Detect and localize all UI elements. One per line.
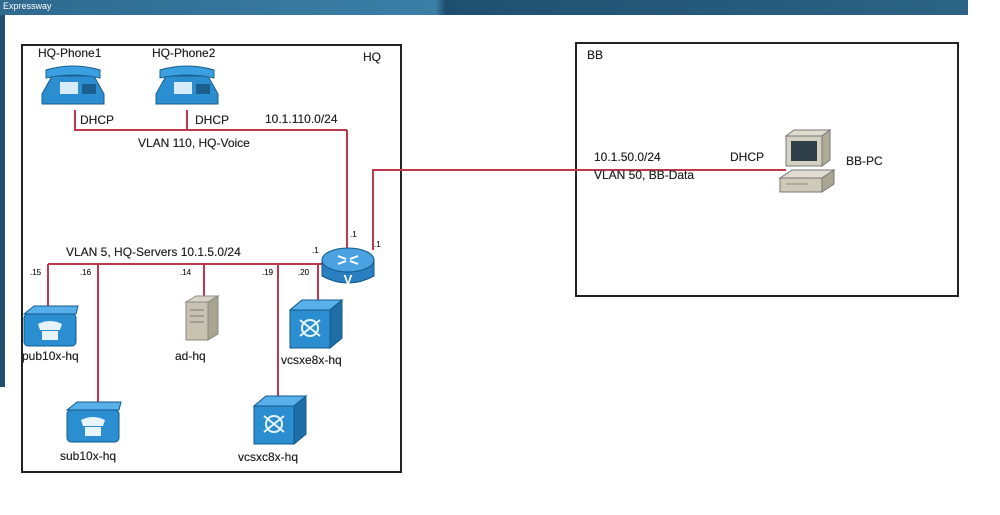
router-bb-if: .1	[374, 240, 381, 249]
router-voice-if: .1	[350, 230, 357, 239]
bb-site-label: BB	[587, 48, 604, 62]
phone2-dhcp-label: DHCP	[195, 113, 230, 127]
ad-label: ad-hq	[175, 349, 206, 363]
call-manager-icon[interactable]	[65, 400, 123, 444]
pub-label: pub10x-hq	[22, 349, 79, 363]
window-left-edge	[0, 15, 5, 387]
svg-text:V: V	[344, 272, 353, 287]
hq-site-label: HQ	[363, 50, 381, 64]
ip-phone-icon[interactable]	[38, 64, 108, 110]
sub-if: .16	[80, 268, 92, 277]
router-icon[interactable]: V	[320, 244, 376, 294]
hq-phone1-label: HQ-Phone1	[38, 46, 102, 60]
voice-subnet-label: 10.1.110.0/24	[265, 112, 338, 126]
bb-dhcp-label: DHCP	[730, 150, 765, 164]
vcs-icon[interactable]	[250, 394, 308, 446]
window-title: Expressway	[3, 1, 52, 11]
hq-site-box	[21, 44, 402, 473]
vcsc-label: vcsxc8x-hq	[238, 450, 299, 464]
phone1-dhcp-label: DHCP	[80, 113, 115, 127]
sub-label: sub10x-hq	[60, 449, 117, 463]
vcse-if: .20	[298, 268, 310, 277]
vcs-icon[interactable]	[286, 298, 344, 350]
bb-pc-label: BB-PC	[846, 154, 883, 168]
ip-phone-icon[interactable]	[152, 64, 222, 110]
pub-if: .15	[30, 268, 42, 277]
ad-if: .14	[180, 268, 192, 277]
voice-vlan-label: VLAN 110, HQ-Voice	[138, 136, 250, 150]
server-icon[interactable]	[182, 294, 222, 344]
router-servers-if: .1	[312, 246, 319, 255]
vcsc-if: .19	[262, 268, 274, 277]
link-bb-router	[372, 169, 786, 250]
pc-icon[interactable]	[778, 128, 838, 200]
link-hq-phone1	[74, 110, 347, 131]
bb-vlan-label: VLAN 50, BB-Data	[594, 168, 695, 182]
servers-vlan-label: VLAN 5, HQ-Servers 10.1.5.0/24	[66, 245, 241, 259]
hq-phone2-label: HQ-Phone2	[152, 46, 216, 60]
vcse-label: vcsxe8x-hq	[281, 353, 342, 367]
bb-subnet-label: 10.1.50.0/24	[594, 150, 661, 164]
call-manager-icon[interactable]	[22, 304, 80, 348]
window-title-bar: Expressway	[0, 0, 968, 15]
